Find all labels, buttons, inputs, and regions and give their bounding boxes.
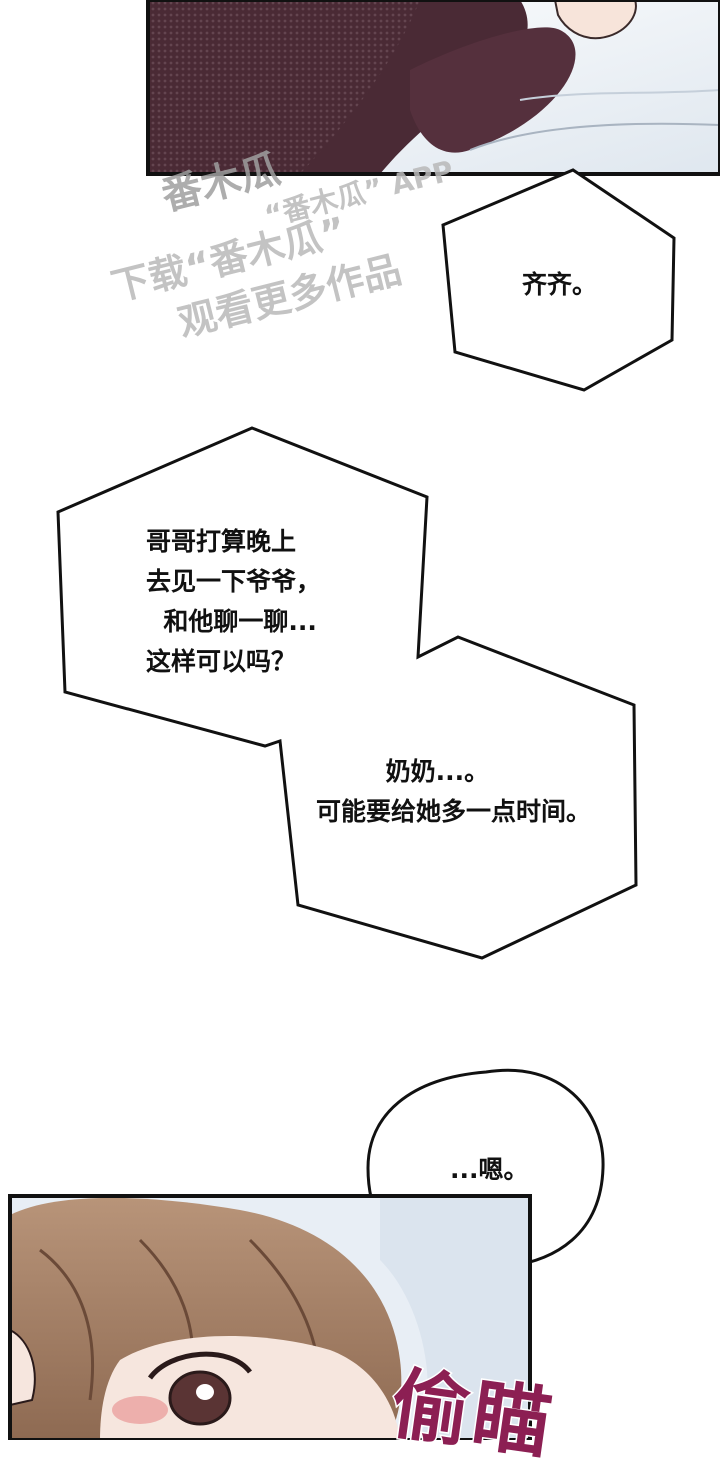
panel-border [8,1194,532,1440]
blush [112,1396,168,1424]
eye-highlight [196,1384,214,1400]
speech-bubble-brother [56,426,638,960]
bubble-text-qiqi: 齐齐。 [522,270,598,299]
panel-border [146,0,720,176]
sfx-peek: 偷瞄 [384,1357,562,1472]
hand-shape [553,0,637,40]
ear-shape [9,1328,36,1407]
comic-page: 番木瓜 “番木瓜” APP 下载“番木瓜” 观看更多作品 齐齐。 哥哥打算晚上 … [8,0,720,1472]
halftone-shading [150,0,420,174]
pillow-shape [380,1196,530,1440]
bubble-text-grandma: 奶奶...。 可能要给她多一点时间。 [316,757,592,826]
sheet-fold [519,89,720,101]
speech-bubble-qiqi [441,168,676,392]
hair-strand [39,1248,94,1401]
bubble-text-brother: 哥哥打算晚上 去见一下爷爷， 和他聊一聊... 这样可以吗？ [146,527,322,676]
sheet-fold [469,122,720,151]
artwork-layer [8,0,720,1440]
top-panel [146,0,720,176]
bubble-text-en: ...嗯。 [450,1155,529,1184]
eyelid-line [147,1351,253,1380]
sleeve-shape [410,27,576,153]
bottom-panel [8,1194,532,1440]
